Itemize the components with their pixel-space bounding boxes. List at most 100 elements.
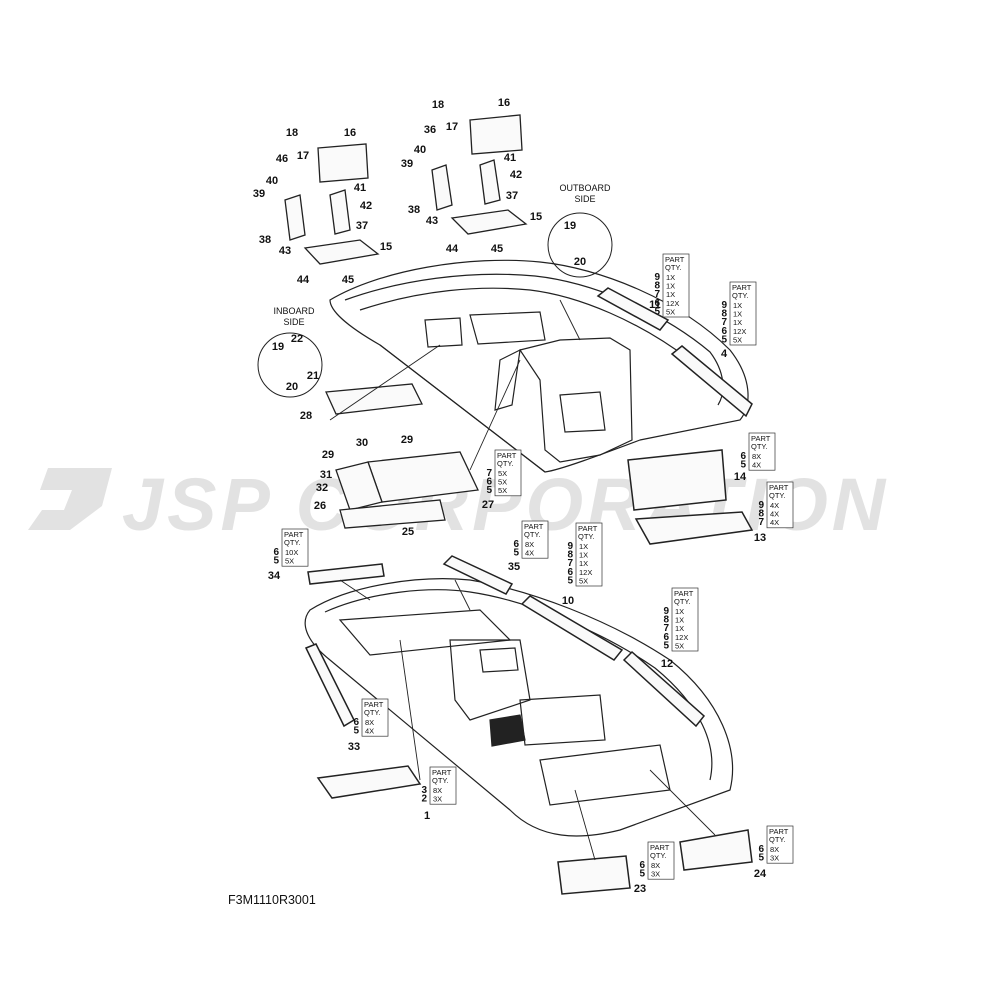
callout-11: 11 [649, 299, 661, 311]
qty-part-number: 9 [758, 500, 764, 511]
qty-value: 1X [733, 301, 742, 310]
qty-table-header: PART [769, 483, 789, 492]
watermark-logo-icon [28, 468, 112, 530]
qty-part-number: 6 [639, 860, 645, 871]
qty-table-frame [647, 841, 675, 880]
backrest-16-left [317, 143, 369, 183]
callout-39: 39 [401, 158, 413, 170]
qty-value: 1X [675, 624, 684, 633]
cushion-13-shape [634, 511, 754, 545]
callout-19: 19 [564, 220, 576, 232]
qty-table-header: QTY. [769, 491, 786, 500]
inboard-side-label-1: INBOARD [273, 306, 315, 316]
cushion-23-shape [557, 855, 631, 895]
qty-table-frame [361, 698, 389, 737]
qty-value: 5X [498, 478, 507, 487]
qty-part-number: 8 [758, 509, 764, 520]
callout-17: 17 [297, 150, 309, 162]
callout-12: 12 [661, 658, 673, 670]
qty-table-header: PART [524, 522, 544, 531]
qty-value: 1X [675, 616, 684, 625]
callout-41: 41 [354, 182, 366, 194]
callout-32: 32 [316, 482, 328, 494]
leader-lines [329, 299, 716, 861]
callout-31: 31 [320, 469, 332, 481]
qty-table-frame [748, 432, 776, 471]
callout-17: 17 [446, 121, 458, 133]
callout-16: 16 [498, 97, 510, 109]
qty-part-number: 6 [353, 717, 359, 728]
qty-table-frame [494, 449, 522, 497]
callout-13: 13 [754, 532, 766, 544]
qty-part-number: 7 [721, 317, 727, 328]
callout-28: 28 [300, 410, 312, 422]
qty-value: 1X [675, 607, 684, 616]
qty-table-header: QTY. [578, 532, 595, 541]
qty-part-number: 5 [273, 556, 279, 567]
callout-22: 22 [291, 333, 303, 345]
callout-34: 34 [268, 570, 281, 582]
qty-table-header: PART [732, 283, 752, 292]
callout-46: 46 [276, 153, 288, 165]
seat-15-right [450, 209, 528, 235]
lower-cushions [304, 555, 753, 895]
qty-value: 4X [752, 461, 761, 470]
qty-table-frame [429, 766, 457, 805]
qty-table-frame [766, 481, 794, 529]
qty-value: 5X [579, 576, 588, 585]
inboard-side-label-2: SIDE [283, 317, 304, 327]
inset-circles [257, 212, 613, 398]
qty-part-number: 7 [663, 623, 669, 634]
cushion-4-shape [670, 345, 753, 418]
callout-29: 29 [322, 449, 334, 461]
cushion-10-shape [520, 595, 624, 661]
callout-35: 35 [508, 561, 520, 573]
callout-38: 38 [408, 204, 420, 216]
qty-part-number: 3 [421, 785, 427, 796]
qty-table-header: PART [284, 530, 304, 539]
qty-part-number: 6 [654, 298, 660, 309]
qty-table-frame [575, 522, 603, 587]
qty-value: 8X [433, 786, 442, 795]
qty-part-number: 5 [663, 640, 669, 651]
callout-25: 25 [402, 526, 414, 538]
qty-part-number: 5 [353, 726, 359, 737]
callout-29: 29 [401, 434, 413, 446]
qty-table-frame [766, 825, 794, 864]
qty-table-header: QTY. [751, 442, 768, 451]
backrest-16-right [469, 114, 523, 155]
outboard-side-label-2: SIDE [574, 194, 595, 204]
qty-part-number: 5 [758, 853, 764, 864]
callout-20: 20 [574, 256, 586, 268]
qty-value: 1X [666, 273, 675, 282]
callout-15: 15 [530, 211, 542, 223]
callout-41: 41 [504, 152, 516, 164]
qty-table-header: QTY. [650, 851, 667, 860]
callout-44: 44 [446, 243, 459, 255]
qty-value: 4X [770, 518, 779, 527]
qty-table-header: PART [432, 768, 452, 777]
upper-cushions [596, 287, 754, 545]
qty-value: 5X [733, 335, 742, 344]
qty-value: 12X [579, 568, 592, 577]
qty-value: 12X [675, 633, 688, 642]
qty-value: 1X [579, 559, 588, 568]
cushion-12-shape [622, 650, 706, 728]
qty-table-frame [729, 281, 757, 346]
qty-part-number: 5 [486, 485, 492, 496]
qty-value: 1X [733, 318, 742, 327]
callout-15: 15 [380, 241, 392, 253]
callout-23: 23 [634, 883, 646, 895]
callout-42: 42 [510, 169, 522, 181]
outboard-inset [547, 212, 613, 278]
qty-part-number: 5 [740, 460, 746, 471]
callout-44: 44 [297, 274, 310, 286]
